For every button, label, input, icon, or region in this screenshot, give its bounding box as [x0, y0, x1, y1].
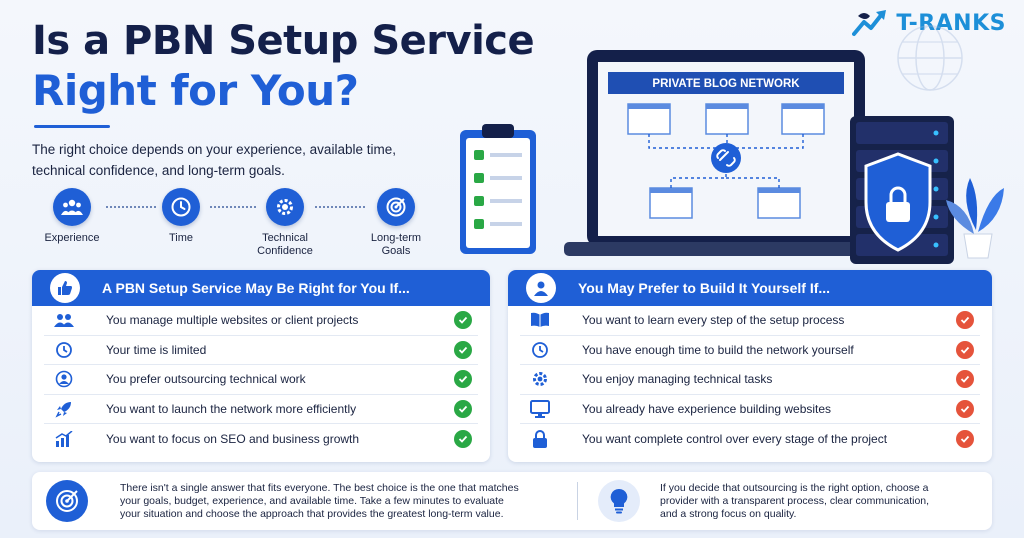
summary-line: provider with a transparent process, cle…: [660, 495, 930, 507]
item-text: You enjoy managing technical tasks: [582, 372, 773, 387]
connector-dots: [315, 206, 365, 208]
factor-label: Technical Confidence: [245, 232, 325, 258]
list-item: You prefer outsourcing technical work: [44, 365, 478, 395]
factor-label-line: Technical: [262, 232, 308, 244]
check-icon: [956, 311, 974, 330]
summary-panel: There isn't a single answer that fits ev…: [32, 472, 992, 530]
item-text: You want to learn every step of the setu…: [582, 313, 845, 328]
summary-line: and a strong focus on quality.: [660, 508, 797, 520]
item-text: Your time is limited: [106, 342, 207, 357]
check-icon: [454, 311, 472, 330]
item-text: You want to focus on SEO and business gr…: [106, 431, 360, 446]
item-text: You want to launch the network more effi…: [106, 401, 357, 416]
clipboard-icon: [460, 124, 536, 254]
card-heading: You May Prefer to Build It Yourself If..…: [578, 280, 831, 296]
build-yourself-card: You May Prefer to Build It Yourself If..…: [508, 270, 992, 462]
team-icon: [53, 188, 91, 226]
clock-icon: [44, 341, 84, 359]
list-item: You already have experience building web…: [520, 395, 980, 424]
factor-time: Time: [141, 188, 221, 245]
summary-line: your goals, budget, experience, and avai…: [120, 495, 504, 507]
team-icon: [44, 313, 84, 328]
hero-illustration: PRIVATE BLOG NETWORK: [452, 20, 1012, 270]
connector-dots: [210, 206, 256, 208]
factor-label-line: Long-term: [370, 232, 422, 244]
check-icon: [956, 429, 974, 448]
card-header: A PBN Setup Service May Be Right for You…: [32, 270, 490, 306]
thumbs-up-icon: [50, 273, 80, 303]
card-heading: A PBN Setup Service May Be Right for You…: [102, 280, 410, 296]
logo-text: T-RANKS: [896, 10, 1006, 36]
list-item: You want to launch the network more effi…: [44, 395, 478, 424]
item-text: You already have experience building web…: [582, 401, 832, 416]
user-icon: [526, 273, 556, 303]
divider: [577, 482, 578, 520]
item-text: You manage multiple websites or client p…: [106, 313, 359, 328]
check-icon: [454, 370, 472, 389]
summary-line: If you decide that outsourcing is the ri…: [660, 482, 929, 494]
setup-service-card: A PBN Setup Service May Be Right for You…: [32, 270, 490, 462]
brand-logo: T-RANKS: [852, 8, 1006, 38]
rocket-icon: [44, 400, 84, 418]
lock-icon: [520, 429, 560, 448]
intro-text: The right choice depends on your experie…: [32, 139, 452, 181]
gear-icon: [266, 188, 304, 226]
item-text: You have enough time to build the networ…: [582, 342, 854, 357]
chart-icon: [44, 430, 84, 447]
link-icon: [716, 149, 736, 167]
list-item: You want complete control over every sta…: [520, 424, 980, 454]
factor-technical-confidence: Technical Confidence: [245, 188, 325, 258]
title-underline: [34, 125, 110, 128]
intro-line: technical confidence, and long-term goal…: [32, 163, 285, 178]
factor-label-line: Goals: [381, 245, 411, 257]
plant-icon: [946, 178, 1004, 259]
gear-icon: [520, 370, 560, 388]
intro-line: The right choice depends on your experie…: [32, 142, 396, 157]
check-icon: [956, 399, 974, 418]
list-item: You want to focus on SEO and business gr…: [44, 424, 478, 454]
card-header: You May Prefer to Build It Yourself If..…: [508, 270, 992, 306]
connector-dots: [106, 206, 156, 208]
factor-label: Long-term Goals: [356, 232, 436, 258]
clock-icon: [520, 341, 560, 359]
lightbulb-icon: [598, 480, 640, 522]
page-title-line2: Right for You?: [32, 66, 359, 115]
list-item: You have enough time to build the networ…: [520, 336, 980, 365]
summary-line: your situation and choose the approach t…: [120, 508, 504, 520]
factor-experience: Experience: [32, 188, 112, 245]
book-icon: [520, 312, 560, 328]
support-icon: [44, 370, 84, 388]
check-icon: [454, 340, 472, 359]
item-text: You prefer outsourcing technical work: [106, 372, 306, 387]
factor-label: Experience: [44, 232, 100, 244]
screen-banner: PRIVATE BLOG NETWORK: [652, 78, 800, 90]
check-icon: [956, 340, 974, 359]
shield-lock-icon: [864, 152, 932, 252]
globe-icon: [897, 25, 963, 91]
page-title-line1: Is a PBN Setup Service: [32, 18, 535, 64]
check-icon: [454, 429, 472, 448]
factor-label: Time: [168, 232, 194, 244]
list-item: You enjoy managing technical tasks: [520, 365, 980, 395]
list-item: You want to learn every step of the setu…: [520, 306, 980, 336]
check-icon: [454, 399, 472, 418]
clock-icon: [162, 188, 200, 226]
list-item: You manage multiple websites or client p…: [44, 306, 478, 336]
target-icon: [46, 480, 88, 522]
item-text: You want complete control over every sta…: [582, 431, 888, 446]
factor-label-line: Confidence: [257, 245, 313, 257]
monitor-icon: [520, 399, 560, 418]
check-icon: [956, 370, 974, 389]
factor-long-term-goals: Long-term Goals: [356, 188, 436, 258]
summary-line: There isn't a single answer that fits ev…: [120, 482, 519, 494]
target-icon: [377, 188, 415, 226]
laptop-icon: PRIVATE BLOG NETWORK: [564, 50, 890, 256]
rank-chart-icon: [852, 10, 887, 36]
summary-tip: If you decide that outsourcing is the ri…: [660, 482, 980, 521]
list-item: Your time is limited: [44, 336, 478, 365]
summary-advice: There isn't a single answer that fits ev…: [120, 482, 560, 521]
